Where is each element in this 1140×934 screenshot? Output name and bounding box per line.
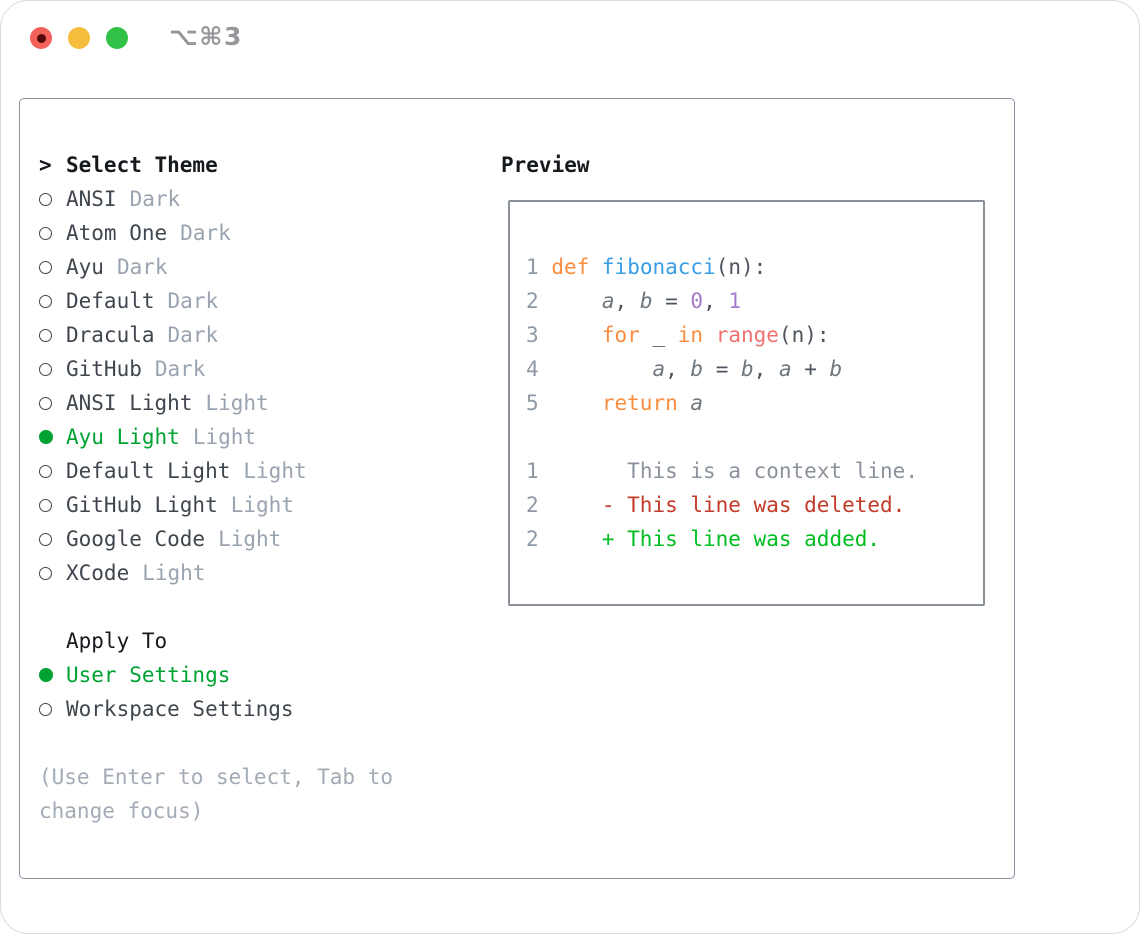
theme-name: GitHub Light <box>66 493 218 517</box>
theme-variant: Dark <box>154 357 206 381</box>
theme-variant: Light <box>218 527 282 551</box>
theme-variant: Dark <box>180 221 231 245</box>
theme-option-google-code-light[interactable]: Google Code Light <box>39 522 307 556</box>
zoom-button-icon[interactable] <box>106 27 128 49</box>
theme-option-github-light-light[interactable]: GitHub Light Light <box>39 488 307 522</box>
code-line <box>526 420 983 454</box>
theme-option-dracula-dark[interactable]: Dracula Dark <box>39 318 307 352</box>
theme-option-ayu-light-light[interactable]: Ayu Light Light <box>39 420 307 454</box>
theme-name: Default Light <box>66 459 231 483</box>
theme-name: Dracula <box>66 323 155 347</box>
code-line: 2 a, b = 0, 1 <box>526 289 742 313</box>
help-text: (Use Enter to select, Tab to change focu… <box>39 765 394 823</box>
theme-name: ANSI <box>66 187 117 211</box>
apply-to-header: Apply To <box>39 624 294 658</box>
theme-variant: Dark <box>167 323 219 347</box>
radio-icon <box>39 498 52 512</box>
theme-variant: Light <box>192 425 257 449</box>
radio-icon <box>39 668 53 682</box>
theme-option-default-dark[interactable]: Default Dark <box>39 284 307 318</box>
preview-code: 1 def fibonacci(n): 2 a, b = 0, 1 3 for _ … <box>526 250 983 556</box>
theme-variant: Dark <box>129 187 181 211</box>
window-title-shortcut: ⌥⌘3 <box>169 22 243 51</box>
apply-option-workspace-settings[interactable]: Workspace Settings <box>39 692 294 726</box>
code-line: 1 def fibonacci(n): <box>526 255 767 279</box>
theme-list-title: Select Theme <box>66 153 218 177</box>
code-line: 2 + This line was added. <box>526 527 881 551</box>
code-line: 3 for _ in range(n): <box>526 323 830 347</box>
radio-icon <box>39 328 52 342</box>
theme-name: GitHub <box>66 357 142 381</box>
apply-to-options: User Settings Workspace Settings <box>39 658 294 726</box>
theme-name: Ayu <box>66 255 104 279</box>
radio-icon <box>39 362 52 376</box>
apply-option-label: User Settings <box>66 663 231 687</box>
theme-variant: Dark <box>116 255 168 279</box>
radio-icon <box>39 396 52 410</box>
theme-name: ANSI Light <box>66 391 193 415</box>
apply-to-section: Apply To User Settings Workspace Setting… <box>39 624 294 726</box>
prompt-icon: > <box>39 153 52 177</box>
radio-icon <box>39 260 52 274</box>
theme-option-ansi-light-light[interactable]: ANSI Light Light <box>39 386 307 420</box>
traffic-lights <box>30 27 128 49</box>
code-line: 4 a, b = b, a + b <box>526 357 843 381</box>
theme-option-atom-one-dark[interactable]: Atom One Dark <box>39 216 307 250</box>
close-button-icon[interactable] <box>30 27 52 49</box>
theme-list-header: > Select Theme <box>39 148 307 182</box>
theme-variant: Light <box>230 493 294 517</box>
theme-option-ayu-dark[interactable]: Ayu Dark <box>39 250 307 284</box>
radio-icon <box>39 192 52 206</box>
minimize-button-icon[interactable] <box>68 27 90 49</box>
theme-variant: Dark <box>167 289 219 313</box>
radio-icon <box>39 294 52 308</box>
preview-header: Preview <box>501 148 590 182</box>
radio-icon <box>39 226 52 240</box>
radio-icon <box>39 566 52 580</box>
theme-option-xcode-light[interactable]: XCode Light <box>39 556 307 590</box>
theme-name: Atom One <box>66 221 168 245</box>
radio-icon <box>39 430 53 444</box>
preview-box: 1 def fibonacci(n): 2 a, b = 0, 1 3 for _ … <box>508 200 985 606</box>
apply-option-user-settings[interactable]: User Settings <box>39 658 294 692</box>
code-line: 1 This is a context line. <box>526 459 918 483</box>
theme-option-default-light-light[interactable]: Default Light Light <box>39 454 307 488</box>
theme-name: XCode <box>66 561 130 585</box>
theme-variant: Light <box>205 391 269 415</box>
theme-name: Google Code <box>66 527 206 551</box>
radio-icon <box>39 464 52 478</box>
theme-name: Ayu Light <box>66 425 180 449</box>
apply-to-title: Apply To <box>66 629 168 653</box>
theme-name: Default <box>66 289 155 313</box>
code-line: 5 return a <box>526 391 704 415</box>
theme-variant: Light <box>243 459 307 483</box>
preview-title: Preview <box>501 153 590 177</box>
apply-option-label: Workspace Settings <box>66 697 294 721</box>
theme-option-github-dark[interactable]: GitHub Dark <box>39 352 307 386</box>
theme-option-ansi-dark[interactable]: ANSI Dark <box>39 182 307 216</box>
radio-icon <box>39 702 52 716</box>
radio-icon <box>39 532 52 546</box>
code-line: 2 - This line was deleted. <box>526 493 906 517</box>
theme-variant: Light <box>142 561 206 585</box>
